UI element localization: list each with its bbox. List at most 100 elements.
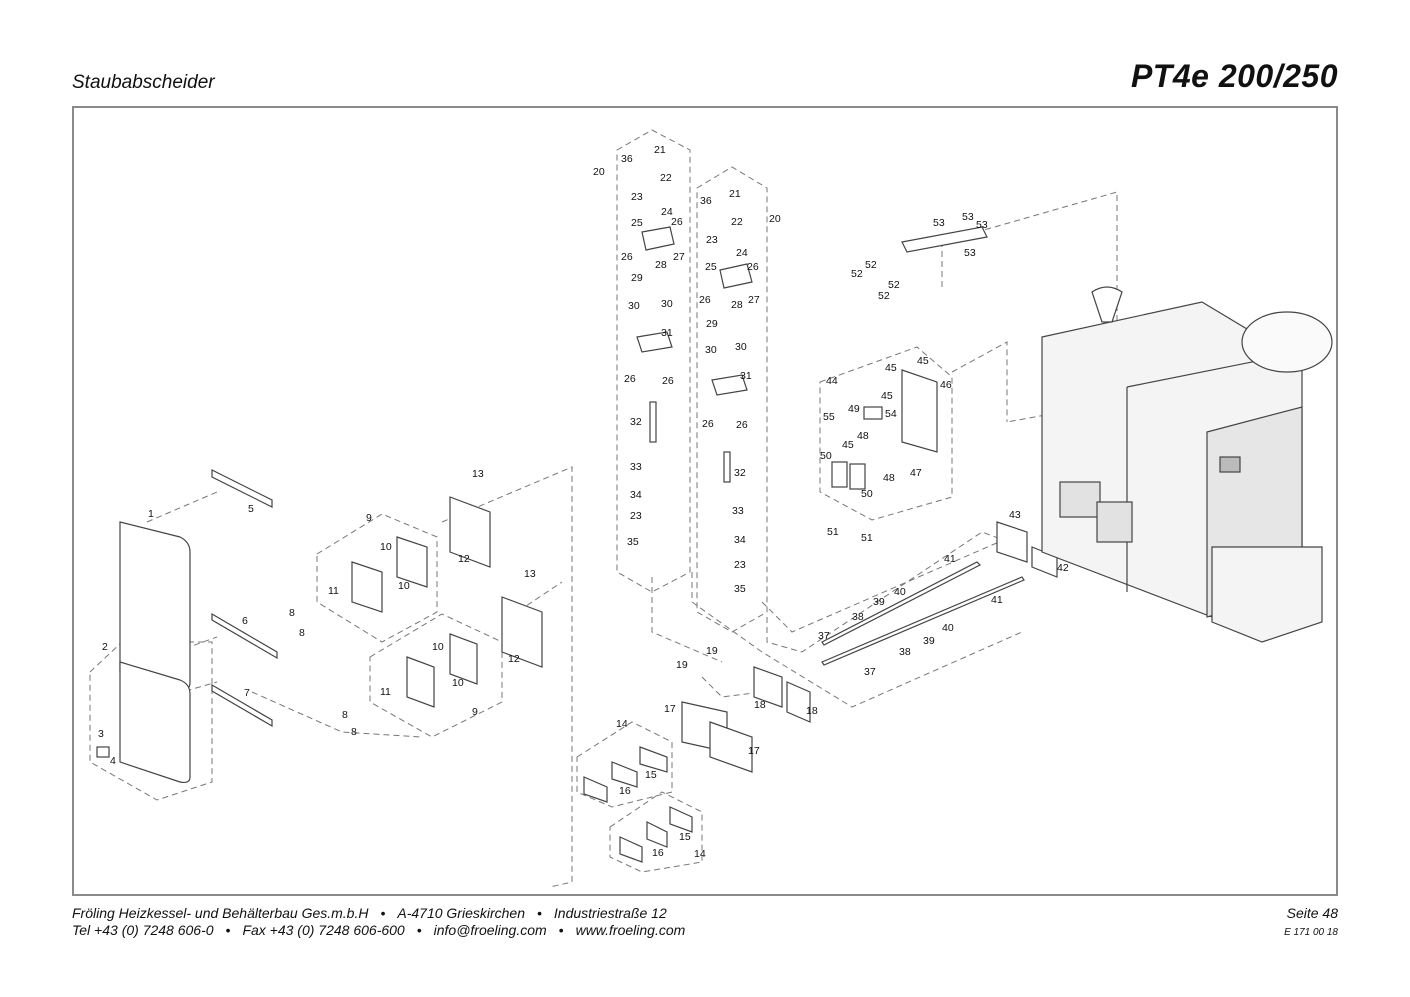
part-label-45: 45 — [842, 439, 854, 451]
part-label-27: 27 — [748, 294, 760, 306]
part-label-39: 39 — [923, 635, 935, 647]
part-label-51: 51 — [827, 526, 839, 538]
part-label-22: 22 — [731, 216, 743, 228]
part-label-23: 23 — [631, 191, 643, 203]
part-label-31: 31 — [740, 370, 752, 382]
part-label-51: 51 — [861, 532, 873, 544]
part-label-13: 13 — [524, 568, 536, 580]
part-label-15: 15 — [679, 831, 691, 843]
part-label-14: 14 — [616, 718, 628, 730]
part-label-23: 23 — [734, 559, 746, 571]
page-number: Seite 48 — [1286, 905, 1338, 921]
bullet-separator: • — [380, 905, 386, 921]
part-label-8: 8 — [299, 627, 305, 639]
part-label-28: 28 — [731, 299, 743, 311]
part-label-28: 28 — [655, 259, 667, 271]
document-code: E 171 00 18 — [1284, 927, 1338, 938]
part-label-7: 7 — [244, 687, 250, 699]
part-label-33: 33 — [732, 505, 744, 517]
part-label-48: 48 — [883, 472, 895, 484]
part-label-30: 30 — [735, 341, 747, 353]
part-label-36: 36 — [700, 195, 712, 207]
part-label-2: 2 — [102, 641, 108, 653]
part-label-37: 37 — [818, 630, 830, 642]
part-label-11: 11 — [328, 585, 339, 597]
part-label-23: 23 — [630, 510, 642, 522]
part-label-52: 52 — [888, 279, 900, 291]
part-label-50: 50 — [861, 488, 873, 500]
part-label-55: 55 — [823, 411, 835, 423]
part-label-35: 35 — [734, 583, 746, 595]
part-label-26: 26 — [736, 419, 748, 431]
part-label-43: 43 — [1009, 509, 1021, 521]
part-label-1: 1 — [148, 508, 154, 520]
part-label-52: 52 — [865, 259, 877, 271]
part-label-18: 18 — [806, 705, 818, 717]
part-label-17: 17 — [748, 745, 760, 757]
part-label-4: 4 — [110, 755, 116, 767]
part-label-45: 45 — [881, 390, 893, 402]
part-label-29: 29 — [706, 318, 718, 330]
part-label-20: 20 — [593, 166, 605, 178]
part-label-26: 26 — [671, 216, 683, 228]
part-label-38: 38 — [899, 646, 911, 658]
part-label-8: 8 — [342, 709, 348, 721]
bullet-separator: • — [416, 922, 422, 938]
company-street: Industriestraße 12 — [553, 905, 667, 921]
exploded-parts-diagram: 1 2 3 4 5 6 7 8 8 8 8 9 9 10 10 10 10 11… — [72, 106, 1338, 896]
part-label-6: 6 — [242, 615, 248, 627]
part-label-32: 32 — [630, 416, 642, 428]
part-label-53: 53 — [964, 247, 976, 259]
part-label-52: 52 — [878, 290, 890, 302]
part-label-26: 26 — [702, 418, 714, 430]
part-label-48: 48 — [857, 430, 869, 442]
part-label-23: 23 — [706, 234, 718, 246]
part-label-12: 12 — [508, 653, 520, 665]
bullet-separator: • — [225, 922, 231, 938]
part-label-26: 26 — [662, 375, 674, 387]
part-label-39: 39 — [873, 596, 885, 608]
part-label-31: 31 — [661, 327, 673, 339]
part-label-14: 14 — [694, 848, 706, 860]
footer-contact: Fröling Heizkessel- und Behälterbau Ges.… — [72, 905, 685, 939]
company-name: Fröling Heizkessel- und Behälterbau Ges.… — [72, 905, 369, 921]
part-label-37: 37 — [864, 666, 876, 678]
part-label-16: 16 — [619, 785, 631, 797]
website-url: www.froeling.com — [575, 922, 686, 938]
part-label-13: 13 — [472, 468, 484, 480]
part-label-17: 17 — [664, 703, 676, 715]
part-label-8: 8 — [351, 726, 357, 738]
part-label-10: 10 — [432, 641, 444, 653]
part-label-35: 35 — [627, 536, 639, 548]
part-label-26: 26 — [624, 373, 636, 385]
section-title: Staubabscheider — [72, 72, 215, 93]
part-label-30: 30 — [628, 300, 640, 312]
part-label-26: 26 — [621, 251, 633, 263]
part-label-18: 18 — [754, 699, 766, 711]
diagram-drawing: 1 2 3 4 5 6 7 8 8 8 8 9 9 10 10 10 10 11… — [89, 129, 1333, 888]
phone-number: Tel +43 (0) 7248 606-0 — [72, 922, 214, 938]
part-label-27: 27 — [673, 251, 685, 263]
fax-number: Fax +43 (0) 7248 606-600 — [242, 922, 405, 938]
part-label-40: 40 — [894, 586, 906, 598]
part-label-42: 42 — [1057, 562, 1069, 574]
footer-line-company: Fröling Heizkessel- und Behälterbau Ges.… — [72, 905, 685, 922]
part-label-26: 26 — [699, 294, 711, 306]
part-label-45: 45 — [885, 362, 897, 374]
part-label-41: 41 — [944, 553, 956, 565]
part-label-25: 25 — [631, 217, 643, 229]
part-label-30: 30 — [661, 298, 673, 310]
part-label-8: 8 — [289, 607, 295, 619]
part-label-34: 34 — [734, 534, 746, 546]
part-label-38: 38 — [852, 611, 864, 623]
part-label-21: 21 — [729, 188, 741, 200]
part-label-54: 54 — [885, 408, 897, 420]
part-label-9: 9 — [366, 512, 372, 524]
part-label-10: 10 — [380, 541, 392, 553]
part-label-24: 24 — [736, 247, 748, 259]
part-label-52: 52 — [851, 268, 863, 280]
part-label-20: 20 — [769, 213, 781, 225]
part-label-41: 41 — [991, 594, 1003, 606]
part-label-49: 49 — [848, 403, 860, 415]
footer-page-info: Seite 48 E 171 00 18 — [1284, 905, 1338, 940]
